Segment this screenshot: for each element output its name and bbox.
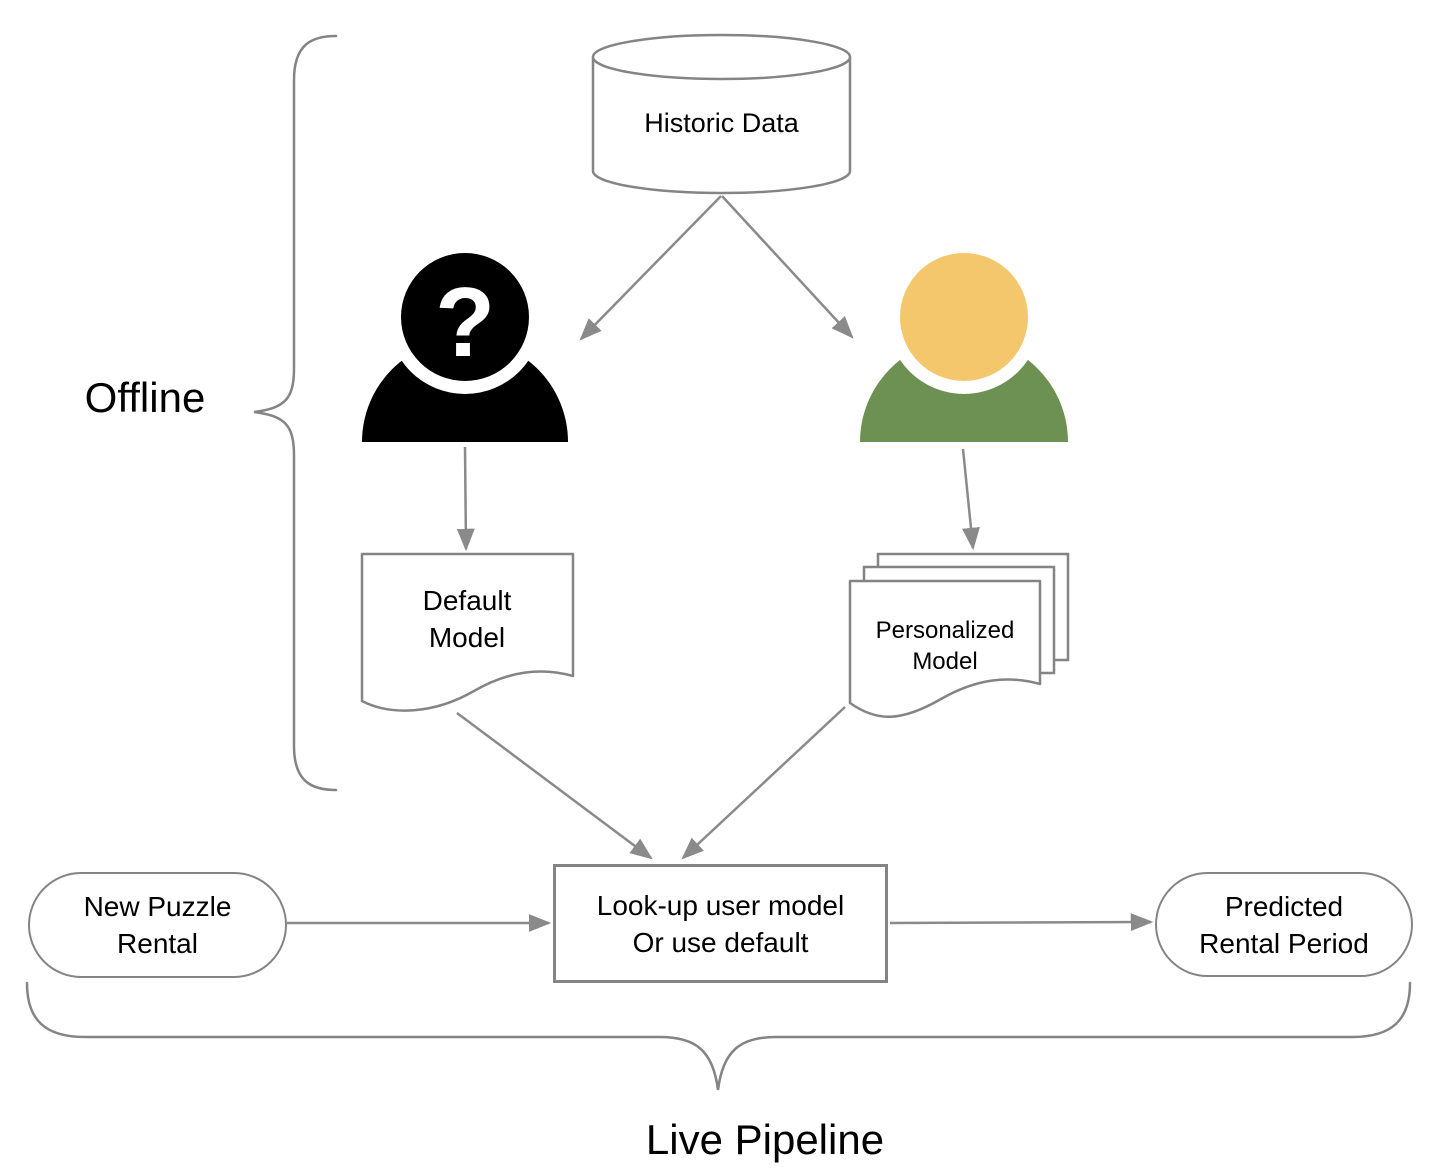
personalized-model-stack (848, 552, 1070, 719)
historic-data-label: Historic Data (593, 60, 850, 185)
new-rental-line2: Rental (117, 928, 198, 959)
personalized-model-line1: Personalized (875, 616, 1015, 644)
unknown-user-head (401, 253, 529, 381)
lookup-line2: Or use default (632, 926, 809, 958)
new-puzzle-rental-terminator (28, 872, 287, 978)
offline-group-label: Offline (35, 370, 255, 425)
personalized-model-label: Personalized Model (850, 598, 1040, 693)
lookup-line1: Look-up user model (596, 889, 845, 921)
predicted-rental-period-label: Predicted Rental Period (1155, 872, 1413, 977)
historic-data-cylinder (591, 33, 852, 195)
lookup-process-box (553, 864, 888, 983)
new-puzzle-rental-label: New Puzzle Rental (28, 872, 287, 978)
edge-lookup-to-predicted (889, 913, 1154, 932)
predicted-line1: Predicted (1224, 890, 1344, 922)
new-rental-line1: New Puzzle (83, 891, 232, 922)
known-user-icon (860, 240, 1068, 442)
offline-brace (253, 34, 338, 792)
default-model-label: Default Model (367, 576, 567, 661)
edge-historic-to-unknown-user (579, 195, 722, 341)
predicted-line2: Rental Period (1199, 927, 1369, 959)
edge-known-user-to-personalized-model (961, 448, 980, 551)
known-user-head (900, 253, 1028, 381)
edge-historic-to-known-user (721, 195, 854, 339)
cylinder-body (591, 57, 852, 195)
default-model-document (360, 552, 575, 712)
edge-unknown-user-to-default-model (456, 446, 475, 552)
personalized-model-line2: Model (912, 647, 978, 675)
live-pipeline-group-label: Live Pipeline (615, 1110, 915, 1170)
lookup-label: Look-up user model Or use default (553, 864, 888, 983)
edge-personalized-model-to-lookup (681, 706, 846, 860)
offline-text: Offline (84, 373, 206, 421)
historic-data-text: Historic Data (644, 107, 799, 138)
cylinder-top (591, 33, 852, 81)
predicted-rental-period-terminator (1155, 872, 1413, 977)
personalized-model-document (848, 579, 1042, 719)
default-model-line2: Model (428, 621, 506, 653)
default-model-line1: Default (422, 584, 512, 616)
edge-default-model-to-lookup (456, 711, 653, 860)
question-mark-icon: ? (435, 267, 495, 377)
unknown-user-icon: ? (362, 240, 568, 442)
live-pipeline-brace (25, 981, 1412, 1091)
live-pipeline-text: Live Pipeline (645, 1116, 885, 1163)
